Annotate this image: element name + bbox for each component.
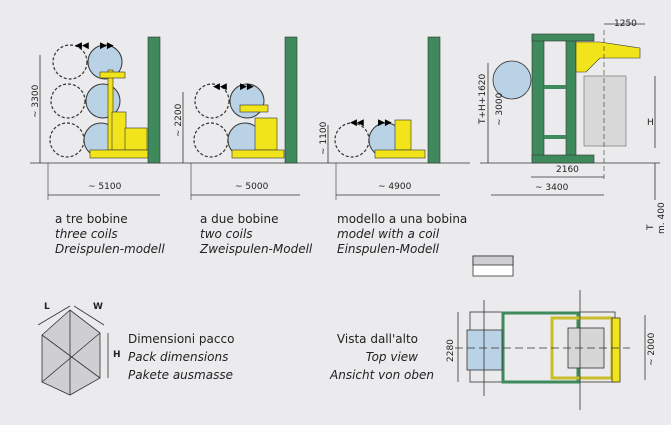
dim-base: 2160 [556, 165, 579, 175]
dim-height-formula: T+H+1620 [478, 73, 488, 124]
dim-top-left: 2280 [446, 339, 456, 362]
caption-one-coil: modello a una bobina model with a coil E… [337, 212, 467, 257]
dim-total: ~ 3400 [535, 183, 569, 193]
caption-en: three coils [55, 227, 118, 241]
svg-text:▶▶: ▶▶ [100, 41, 114, 51]
caption-de: Einspulen-Modell [337, 242, 440, 256]
caption-top-view: Vista dall'alto Top view Ansicht von obe… [330, 330, 434, 384]
label-t: T [646, 224, 656, 231]
caption-three-coils: a tre bobine three coils Dreispulen-mode… [55, 212, 165, 257]
label-w: W [93, 302, 103, 312]
caption-it: Vista dall'alto [336, 332, 418, 346]
label-h: H [113, 350, 121, 360]
dim-width-one: ~ 4900 [378, 182, 412, 192]
caption-en: two coils [200, 227, 253, 241]
svg-text:◀◀: ◀◀ [75, 41, 89, 51]
svg-text:◀◀: ◀◀ [350, 118, 364, 128]
caption-pack: Dimensioni pacco Pack dimensions Pakete … [128, 330, 234, 384]
label-l: L [44, 302, 50, 312]
caption-de: Ansicht von oben [330, 368, 434, 382]
two-coil-model: ◀◀ ▶▶ [182, 36, 300, 200]
dim-top-right: ~ 2000 [647, 332, 657, 366]
caption-it: a due bobine [200, 212, 279, 226]
caption-it: modello a una bobina [337, 212, 468, 226]
caption-de: Dreispulen-modell [55, 242, 165, 256]
label-h-side: H [647, 118, 654, 128]
dim-height-three: ~ 3300 [31, 84, 41, 118]
caption-it: a tre bobine [55, 212, 128, 226]
dim-top: 1250 [614, 19, 637, 29]
svg-text:◀◀: ◀◀ [213, 82, 227, 92]
dim-height-two: ~ 2200 [174, 103, 184, 137]
caption-two-coils: a due bobine two coils Zweispulen-Modell [200, 212, 312, 257]
dim-height-one: ~ 1100 [319, 121, 329, 155]
caption-en: Pack dimensions [128, 350, 229, 364]
caption-en: model with a coil [337, 227, 440, 241]
pack-icon [37, 305, 109, 396]
caption-de: Pakete ausmasse [128, 368, 233, 382]
three-coil-model: ◀◀ ▶▶ [39, 36, 161, 200]
dim-t: m. 400 [657, 202, 667, 234]
svg-text:▶▶: ▶▶ [378, 118, 392, 128]
svg-text:▶▶: ▶▶ [240, 82, 254, 92]
caption-de: Zweispulen-Modell [200, 242, 313, 256]
side-view [487, 23, 656, 200]
top-view-drawing [455, 255, 646, 410]
dim-height-side: ~ 3000 [495, 92, 505, 126]
dim-width-three: ~ 5100 [88, 182, 122, 192]
dim-width-two: ~ 5000 [235, 182, 269, 192]
one-coil-model: ◀◀ ▶▶ [327, 36, 441, 200]
caption-it: Dimensioni pacco [128, 332, 235, 346]
caption-en: Top view [365, 350, 418, 364]
